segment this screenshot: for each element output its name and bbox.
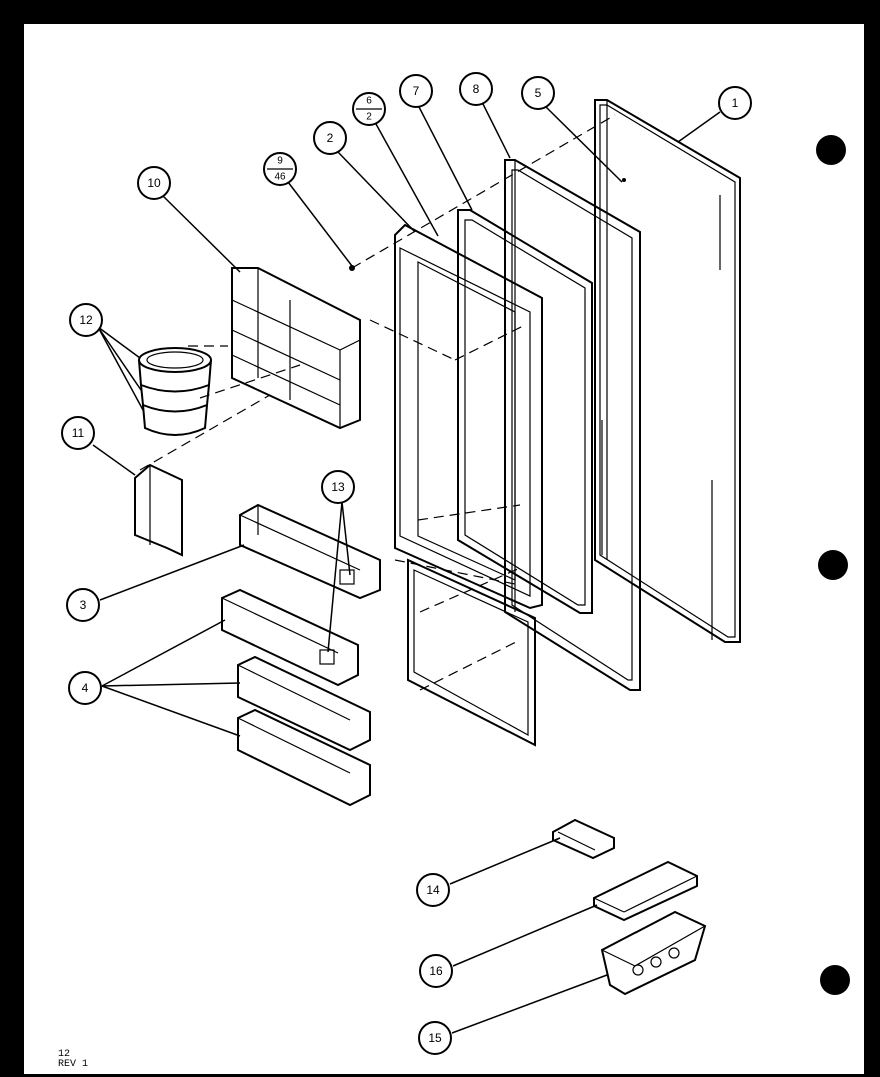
hole-marker: [622, 178, 626, 182]
page-footer: 12 REV 1: [58, 1050, 88, 1070]
callout-14: 14: [416, 873, 450, 907]
part-stacked-containers: [138, 347, 212, 436]
part-door-bin-a: [221, 588, 359, 687]
callout-16: 16: [419, 954, 453, 988]
callout-7-label: 7: [413, 84, 420, 98]
part-door-flap: [134, 463, 183, 557]
callout-11: 11: [61, 416, 95, 450]
callout-2-label: 2: [327, 131, 334, 145]
callout-2: 2: [313, 121, 347, 155]
callout-9-bottom-label: 46: [274, 172, 286, 183]
callout-4-label: 4: [82, 681, 89, 695]
part-outer-door-panel: [594, 99, 741, 643]
binding-hole-bottom: [820, 965, 850, 995]
callout-6-top-label: 6: [366, 96, 372, 107]
callout-6-over-2: 6 2: [352, 92, 386, 126]
callout-13: 13: [321, 470, 355, 504]
callout-9-over-46: 9 46: [263, 152, 297, 186]
callout-9-top-label: 9: [277, 156, 283, 167]
callout-3-label: 3: [80, 598, 87, 612]
revision-label: REV 1: [58, 1059, 89, 1070]
callout-8: 8: [459, 72, 493, 106]
part-door-bin-upper: [239, 503, 381, 600]
callout-14-label: 14: [426, 883, 440, 897]
callout-5: 5: [521, 76, 555, 110]
callout-12-label: 12: [79, 313, 93, 327]
callout-16-label: 16: [429, 964, 443, 978]
binding-hole-middle: [818, 550, 848, 580]
callout-3: 3: [66, 588, 100, 622]
callout-5-label: 5: [535, 86, 542, 100]
callout-4: 4: [68, 671, 102, 705]
callout-10: 10: [137, 166, 171, 200]
callout-15: 15: [418, 1021, 452, 1055]
part-bin-cover: [593, 860, 698, 922]
part-door-bin-c: [237, 708, 371, 807]
part-lower-shelf-frame: [407, 558, 536, 747]
callout-10-label: 10: [147, 176, 161, 190]
callout-6-bottom-label: 2: [366, 112, 372, 123]
part-door-bin-b: [237, 655, 371, 752]
alignment-lines: [139, 114, 616, 691]
callout-13-label: 13: [331, 480, 345, 494]
leader-lines: [92, 101, 721, 1034]
callout-7: 7: [399, 74, 433, 108]
binding-hole-top: [816, 135, 846, 165]
callout-11-label: 11: [72, 426, 85, 440]
part-dairy-compartment: [231, 267, 361, 430]
callout-12: 12: [69, 303, 103, 337]
part-egg-tray: [552, 818, 615, 860]
part-door-frame: [394, 223, 543, 610]
screw-marker: [349, 265, 355, 271]
callout-1-label: 1: [732, 96, 739, 110]
part-storage-bin: [600, 910, 707, 996]
page-number: 12: [58, 1049, 71, 1060]
part-door-gasket: [504, 159, 641, 691]
callout-8-label: 8: [473, 82, 480, 96]
part-inner-liner: [457, 209, 593, 614]
callout-15-label: 15: [428, 1031, 442, 1045]
callout-1: 1: [718, 86, 752, 120]
